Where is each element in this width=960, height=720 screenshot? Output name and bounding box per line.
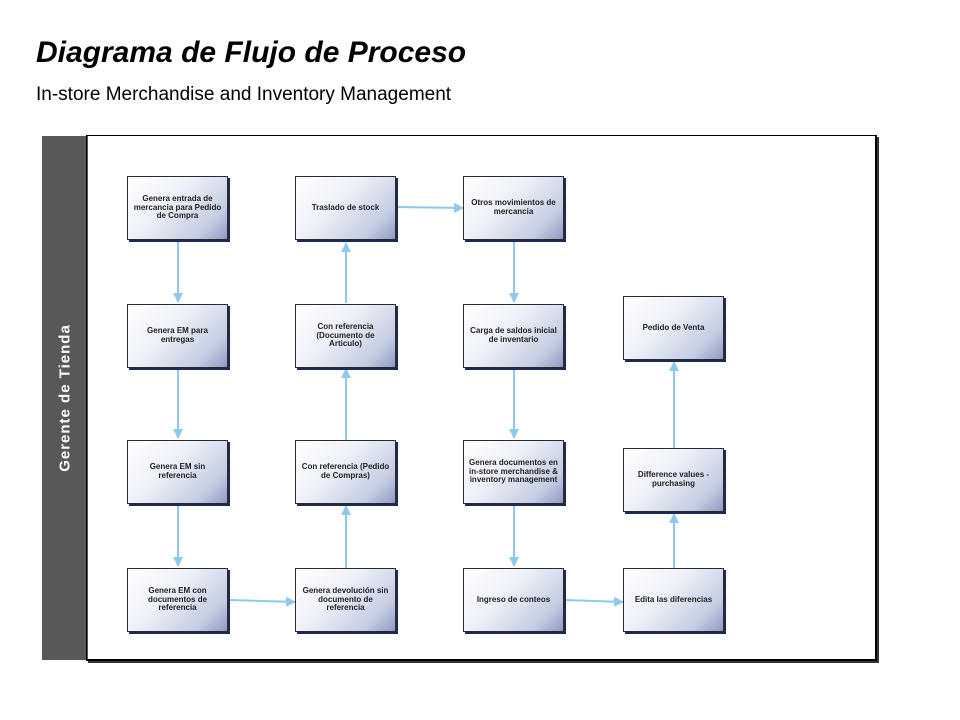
box-traslado-stock[interactable]: Traslado de stock bbox=[295, 176, 396, 240]
box-genera-devolucion[interactable]: Genera devolución sin documento de refer… bbox=[295, 568, 396, 632]
arrow-traslado-to-otros bbox=[396, 202, 464, 213]
diagram-title: Diagrama de Flujo de Proceso bbox=[36, 36, 467, 69]
diagram-subtitle: In-store Merchandise and Inventory Manag… bbox=[36, 84, 452, 105]
arrow-con-docs-to-devolucion bbox=[228, 596, 296, 607]
box-pedido-venta[interactable]: Pedido de Venta bbox=[623, 296, 724, 360]
box-edita-diferencias[interactable]: Edita las diferencias bbox=[623, 568, 724, 632]
swimlane-frame bbox=[86, 135, 877, 661]
box-carga-saldos[interactable]: Carga de saldos inicial de inventario bbox=[463, 304, 564, 368]
box-genera-em-sin-referencia[interactable]: Genera EM sin referencia bbox=[127, 440, 228, 504]
box-genera-em-con-documentos[interactable]: Genera EM con documentos de referencia bbox=[127, 568, 228, 632]
box-con-referencia-articulo[interactable]: Con referencia (Documento de Articulo) bbox=[295, 304, 396, 368]
box-genera-entrada[interactable]: Genera entrada de mercancia para Pedido … bbox=[127, 176, 228, 240]
arrow-ingreso-to-edita bbox=[564, 596, 624, 607]
box-otros-movimientos[interactable]: Otros movimientos de mercancia bbox=[463, 176, 564, 240]
box-genera-documentos[interactable]: Genera documentos en in-store merchandis… bbox=[463, 440, 564, 504]
box-ingreso-conteos[interactable]: Ingreso de conteos bbox=[463, 568, 564, 632]
box-con-referencia-pedido[interactable]: Con referencia (Pedido de Compras) bbox=[295, 440, 396, 504]
box-difference-values[interactable]: Difference values - purchasing bbox=[623, 448, 724, 512]
box-genera-em-entregas[interactable]: Genera EM para entregas bbox=[127, 304, 228, 368]
swimlane-label-panel bbox=[42, 136, 88, 660]
